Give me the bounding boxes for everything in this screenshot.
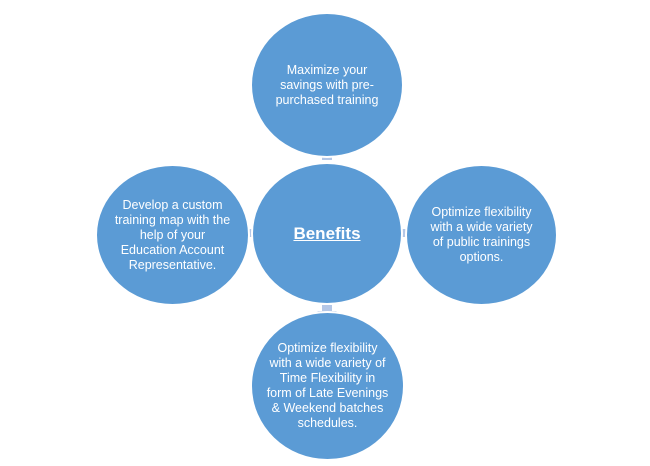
- center-title: Benefits: [293, 224, 361, 243]
- node-right-text: Optimize flexibility with a wide variety…: [430, 205, 533, 264]
- node-bottom-circle: Optimize flexibility with a wide variety…: [250, 311, 405, 461]
- node-top-text: Maximize your savings with pre-purchased…: [275, 62, 379, 107]
- node-left-text: Develop a custom training map with the h…: [114, 197, 231, 272]
- center-circle: Benefits: [251, 162, 403, 305]
- node-top-circle: Maximize your savings with pre-purchased…: [250, 12, 404, 158]
- node-right-circle: Optimize flexibility with a wide variety…: [405, 164, 558, 306]
- node-bottom-text: Optimize flexibility with a wide variety…: [266, 341, 389, 430]
- node-left-circle: Develop a custom training map with the h…: [95, 164, 250, 306]
